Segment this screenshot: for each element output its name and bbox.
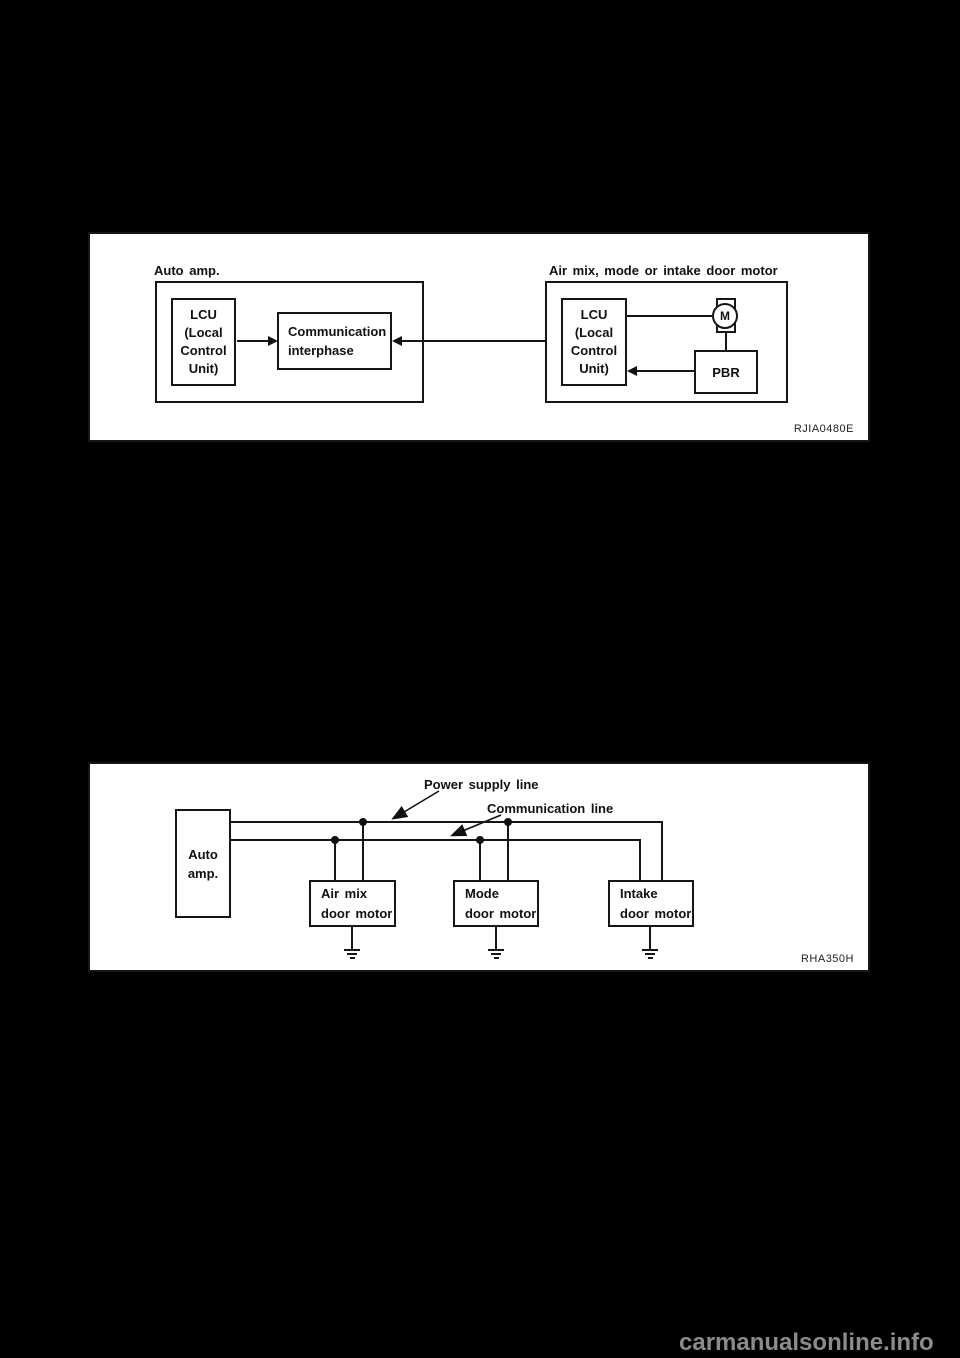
comm-line-drop-airmix (334, 839, 336, 880)
figure-panel-door-motor-wiring: Power supply line Communication line Aut… (88, 762, 870, 972)
motor-icon: M (712, 303, 738, 329)
motor-to-pbr-line (725, 331, 727, 350)
figure1-id-code: RJIA0480E (793, 423, 854, 435)
pbr-to-lcu-arrowhead (627, 366, 637, 376)
label-leader-arrows (391, 790, 502, 837)
power-junction-dot-airmix (359, 818, 367, 826)
figure2-id-code: RHA350H (800, 953, 854, 965)
communication-bus-line (401, 340, 552, 342)
door-motor-group-label: Air mix, mode or intake door motor (549, 263, 778, 278)
power-line-drop-airmix (362, 821, 364, 880)
auto-amp-box: Auto amp. (175, 809, 231, 918)
ground-icon-airmix (343, 927, 361, 961)
lcu-to-motor-line (627, 315, 712, 317)
comm-junction-dot-airmix (331, 836, 339, 844)
communication-interphase-box: Communication interphase (277, 312, 392, 370)
auto-amp-lcu-box: LCU (Local Control Unit) (171, 298, 236, 386)
figure-panel-lcu-communication: Auto amp. LCU (Local Control Unit) Commu… (88, 232, 870, 442)
power-junction-dot-mode (504, 818, 512, 826)
pbr-to-lcu-line (636, 370, 694, 372)
comm-junction-dot-mode (476, 836, 484, 844)
ground-icon-mode (487, 927, 505, 961)
comm-line-drop-intake (639, 839, 641, 880)
air-mix-door-motor-box: Air mix door motor (309, 880, 396, 927)
power-line-drop-intake (661, 821, 663, 880)
power-supply-line (231, 821, 663, 823)
power-supply-line-label: Power supply line (424, 777, 539, 792)
communication-line-leader-arrow (450, 814, 502, 837)
intake-door-motor-box: Intake door motor (608, 880, 694, 927)
power-line-drop-mode (507, 821, 509, 880)
auto-amp-group-label: Auto amp. (154, 263, 220, 278)
bus-left-arrowhead (392, 336, 402, 346)
door-motor-lcu-box: LCU (Local Control Unit) (561, 298, 627, 386)
pbr-box: PBR (694, 350, 758, 394)
ground-icon-intake (641, 927, 659, 961)
communication-line (231, 839, 641, 841)
lcu-to-interphase-arrowhead (268, 336, 278, 346)
power-line-leader-arrow (391, 790, 440, 820)
mode-door-motor-box: Mode door motor (453, 880, 539, 927)
site-watermark: carmanualsonline.info (679, 1329, 934, 1356)
communication-line-label: Communication line (487, 801, 614, 816)
comm-line-drop-mode (479, 839, 481, 880)
lcu-to-interphase-line (237, 340, 268, 342)
